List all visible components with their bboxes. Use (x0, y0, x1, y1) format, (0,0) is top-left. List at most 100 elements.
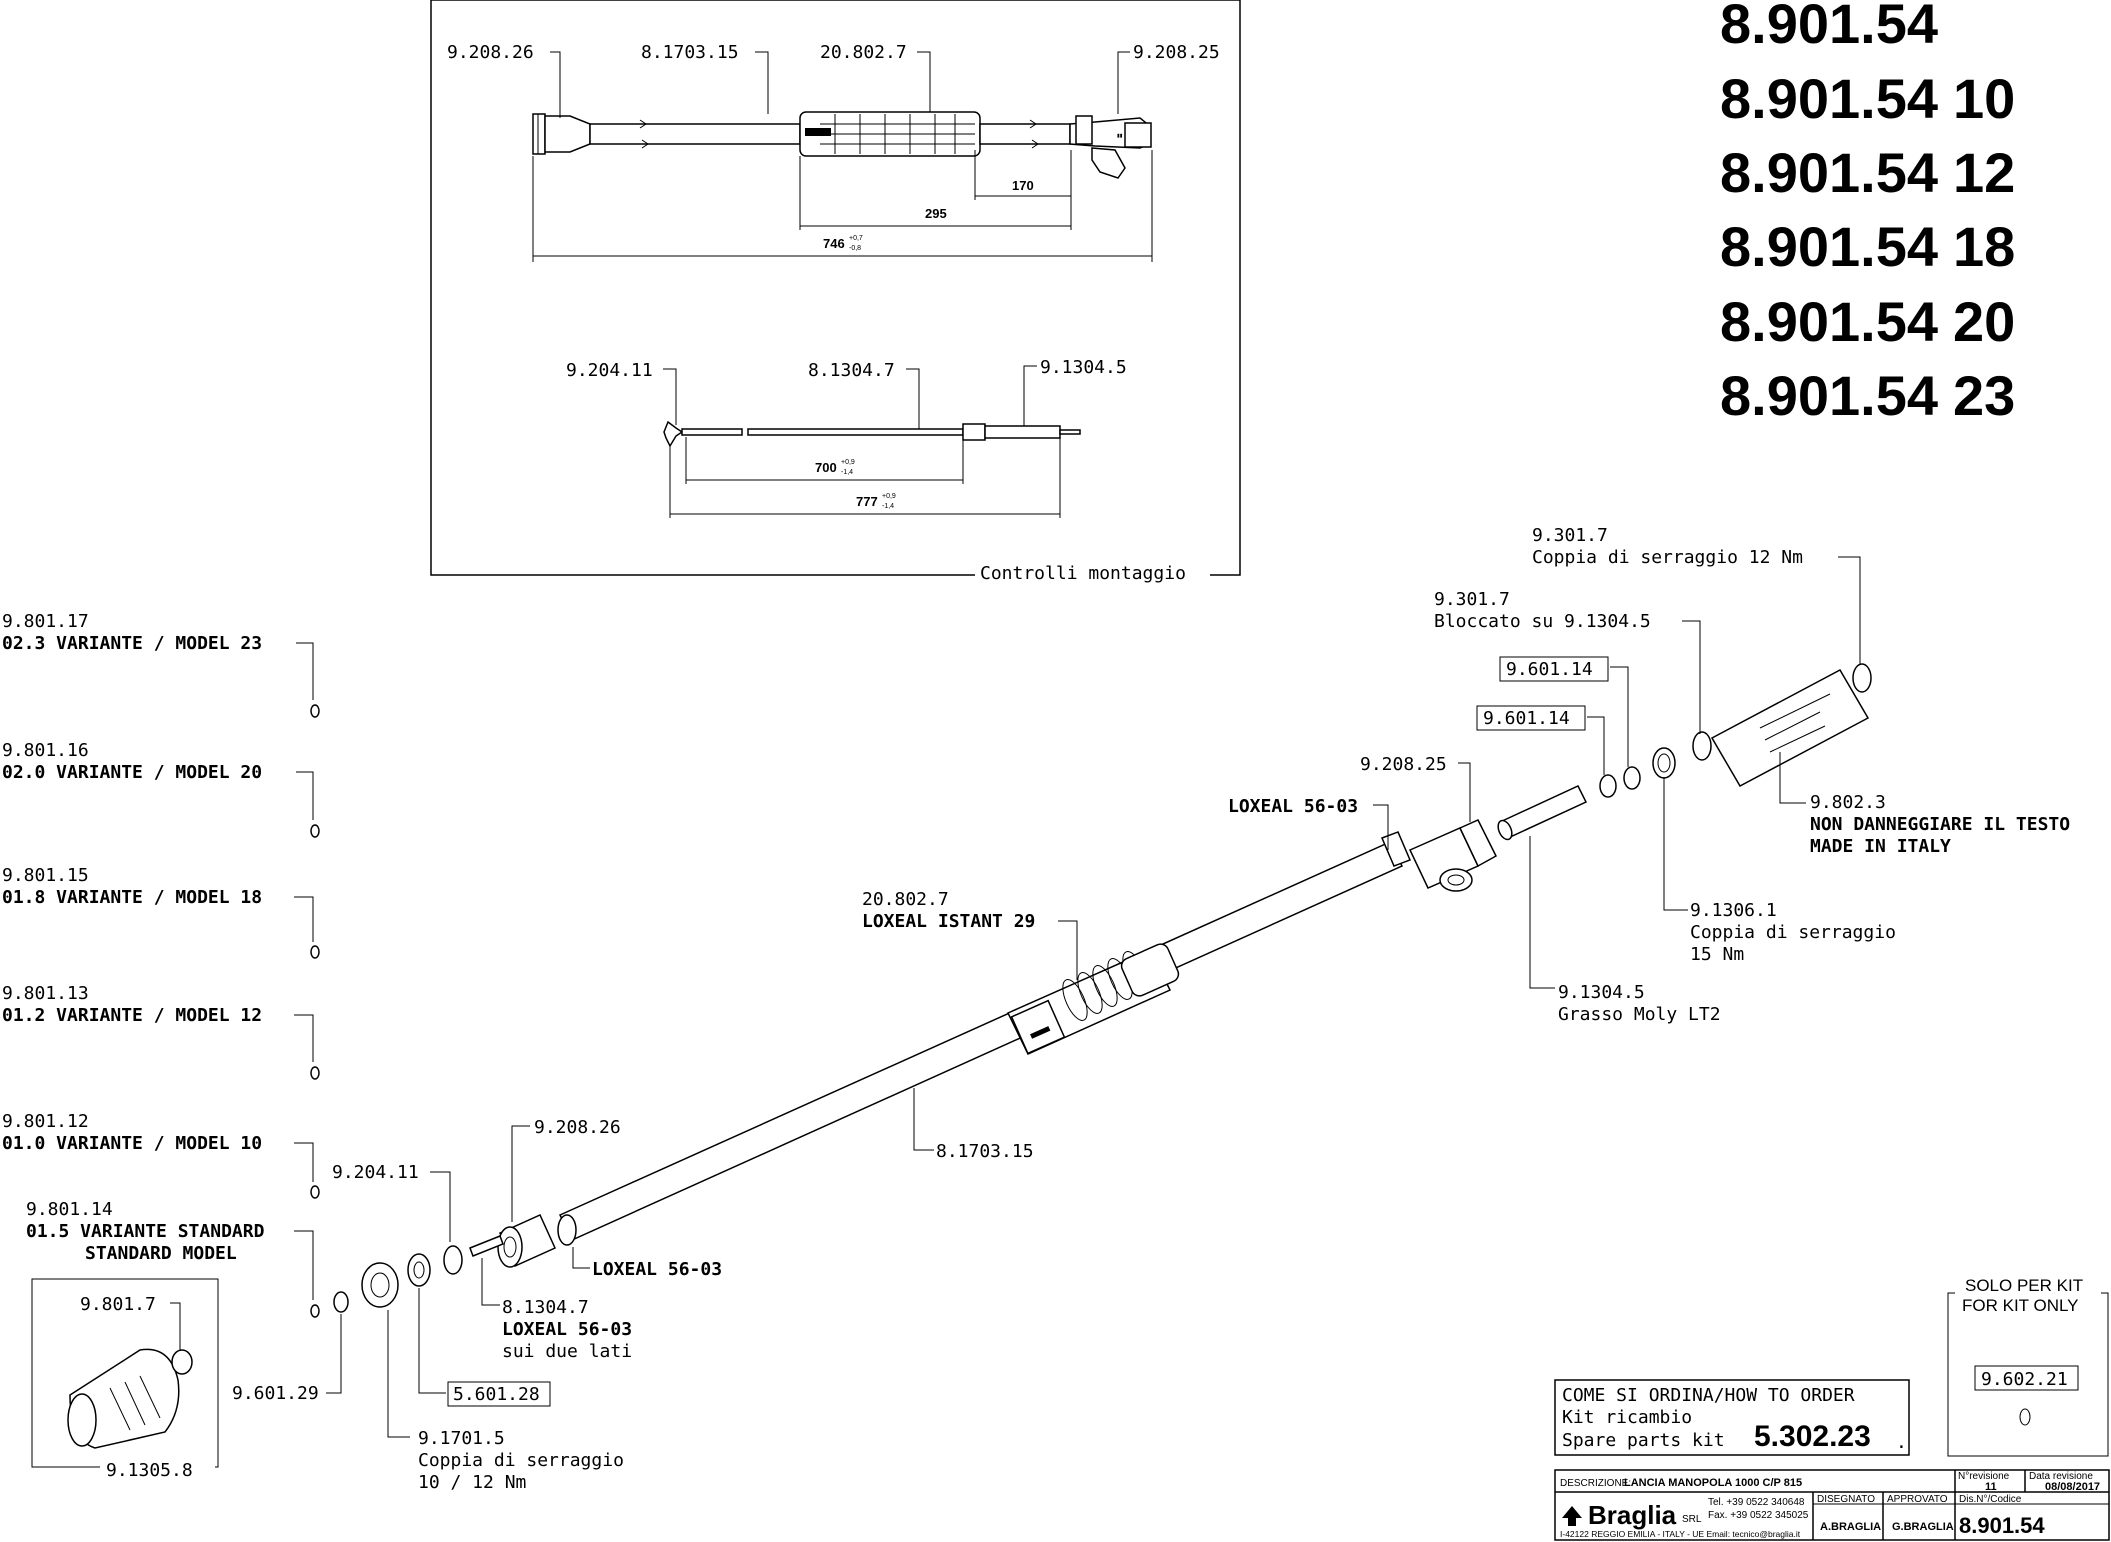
callout: 20.802.7 (862, 889, 949, 910)
order-box: COME SI ORDINA/HOW TO ORDER Kit ricambio… (1554, 1379, 1910, 1456)
tol-746-plus: +0,7 (849, 235, 863, 242)
tb-approved-value: G.BRAGLIA (1892, 1521, 1954, 1533)
assembly-box-frame (430, 0, 1241, 576)
tb-drawn-value: A.BRAGLIA (1820, 1521, 1881, 1533)
code-list: 8.901.54 8.901.54 10 8.901.54 12 8.901.5… (1720, 0, 2015, 427)
nozzle-desc: 01.8 VARIANTE / MODEL 18 (2, 887, 262, 908)
callout: MADE IN ITALY (1810, 836, 1951, 857)
kit-only-code: 9.602.21 (1981, 1369, 2068, 1390)
title-block: DESCRIZIONE: LANCIA MANOPOLA 1000 C/P 81… (1554, 1469, 2110, 1541)
code-base: 8.901.54 (1720, 215, 1938, 278)
nut-9170-15 (361, 1262, 399, 1308)
order-dot: . (1896, 1432, 1907, 1453)
box-9601-14 (1476, 705, 1586, 731)
nozzle-desc: 02.0 VARIANTE / MODEL 20 (2, 762, 262, 783)
nut-9301-7-top (1852, 663, 1872, 693)
order-kit-code: 5.302.23 (1754, 1420, 1871, 1453)
tb-rev-value: 11 (1985, 1481, 1997, 1493)
callout: 15 Nm (1690, 944, 1744, 965)
rod-assembly-drawing: 9.204.11 8.1304.7 9.1304.5 700 +0,9 -1,4… (566, 357, 1127, 518)
nozzle-desc-2: STANDARD MODEL (85, 1243, 237, 1264)
order-line1: Kit ricambio (1562, 1407, 1692, 1428)
tol-700-plus: +0,9 (841, 459, 855, 466)
code-variant: 18 (1953, 215, 2015, 278)
callout: Coppia di serraggio (1690, 922, 1896, 943)
grip-20802-7 (1006, 943, 1180, 1055)
tol-746-minus: -0,8 (849, 245, 861, 252)
order-line2: Spare parts kit (1562, 1430, 1725, 1451)
callout: 9.802.3 (1810, 792, 1886, 813)
tb-code-value: 8.901.54 (1959, 1513, 2045, 1538)
tol-777-plus: +0,9 (882, 493, 896, 500)
assembly-caption: Controlli montaggio (980, 563, 1186, 584)
box-9601-14 (1499, 656, 1609, 682)
code-base: 8.901.54 (1720, 364, 1938, 427)
nozzle-code: 9.801.13 (2, 983, 89, 1004)
oring-9601-29 (333, 1291, 349, 1313)
nozzle-standard (310, 1304, 320, 1318)
dim-700: 700 (815, 460, 837, 475)
nozzle-code: 9.801.14 (26, 1199, 113, 1220)
callout: 9.208.26 (534, 1117, 621, 1138)
callout: LOXEAL 56-03 (502, 1319, 632, 1340)
tb-brand: Braglia (1588, 1500, 1677, 1530)
washer-9601-14-a (1599, 774, 1617, 798)
nozzle-desc: 01.2 VARIANTE / MODEL 12 (2, 1005, 262, 1026)
box-5601-28 (447, 1381, 551, 1407)
exploded-callouts: 9.301.7 Coppia di serraggio 12 Nm 9.301.… (232, 525, 2070, 1493)
dim-295: 295 (925, 206, 947, 221)
lance-assembly-drawing: ▮▮ (532, 111, 1152, 179)
code-base: 8.901.54 (1720, 0, 1938, 55)
callout: Grasso Moly LT2 (1558, 1004, 1721, 1025)
tb-address: I-42122 REGGIO EMILIA - ITALY - UE Email… (1560, 1529, 1801, 1539)
code-base: 8.901.54 (1720, 67, 1938, 130)
tb-fax: Fax. +39 0522 345025 (1708, 1510, 1809, 1521)
order-title: COME SI ORDINA/HOW TO ORDER (1562, 1385, 1855, 1406)
nozzle-code: 9.801.15 (2, 865, 89, 886)
nut-9204-11 (443, 1245, 463, 1275)
callout: 9.208.25 (1360, 754, 1447, 775)
callout: 10 / 12 Nm (418, 1472, 526, 1493)
code-variant: 20 (1953, 290, 2015, 353)
tb-date-label: Data revisione (2029, 1471, 2093, 1482)
nozzle-12 (310, 1066, 320, 1080)
callout: 8.1703.15 (936, 1141, 1034, 1162)
code-variant: 12 (1953, 141, 2015, 204)
callout: NON DANNEGGIARE IL TESTO (1810, 814, 2070, 835)
callout: sui due lati (502, 1341, 632, 1362)
code-base: 8.901.54 (1720, 141, 1938, 204)
callout: 9.301.7 (1532, 525, 1608, 546)
tube-lower-end (557, 1214, 577, 1246)
callout: 9.1305.8 (106, 1460, 193, 1481)
nozzle-18 (310, 945, 320, 959)
label-9208-26: 9.208.26 (447, 42, 534, 63)
callout: LOXEAL ISTANT 29 (862, 911, 1035, 932)
callout: Bloccato su 9.1304.5 (1434, 611, 1651, 632)
dim-777: 777 (856, 494, 878, 509)
kit-only-title: FOR KIT ONLY (1962, 1296, 2079, 1315)
callout: 9.601.14 (1483, 708, 1570, 729)
tb-desc-label: DESCRIZIONE: (1560, 1478, 1631, 1489)
dim-746: 746 (823, 236, 845, 251)
nut-9130-61 (1652, 747, 1676, 779)
kit-only-box: SOLO PER KIT FOR KIT ONLY 9.602.21 (1947, 1276, 2109, 1457)
tb-rev-label: N°revisione (1958, 1471, 2010, 1482)
callout: 8.1304.7 (502, 1297, 589, 1318)
label-8170315: 8.1703.15 (641, 42, 739, 63)
code-variant: 10 (1953, 67, 2015, 130)
nozzle-code: 9.801.17 (2, 611, 89, 632)
tube-end (1381, 831, 1411, 867)
nozzle-desc: 01.5 VARIANTE STANDARD (26, 1221, 265, 1242)
svg-text:▮▮: ▮▮ (1117, 133, 1123, 139)
tb-brand-suffix: SRL (1682, 1514, 1702, 1525)
tb-drawn-label: DISEGNATO (1817, 1494, 1875, 1505)
nozzle-desc: 01.0 VARIANTE / MODEL 10 (2, 1133, 262, 1154)
callout: Coppia di serraggio 12 Nm (1532, 547, 1803, 568)
nozzle-code: 9.801.12 (2, 1111, 89, 1132)
tol-700-minus: -1,4 (841, 469, 853, 476)
rod-8130-47 (469, 1235, 504, 1257)
callout: 9.1701.5 (418, 1428, 505, 1449)
callout: 9.1304.5 (1558, 982, 1645, 1003)
label-20802-7: 20.802.7 (820, 42, 907, 63)
